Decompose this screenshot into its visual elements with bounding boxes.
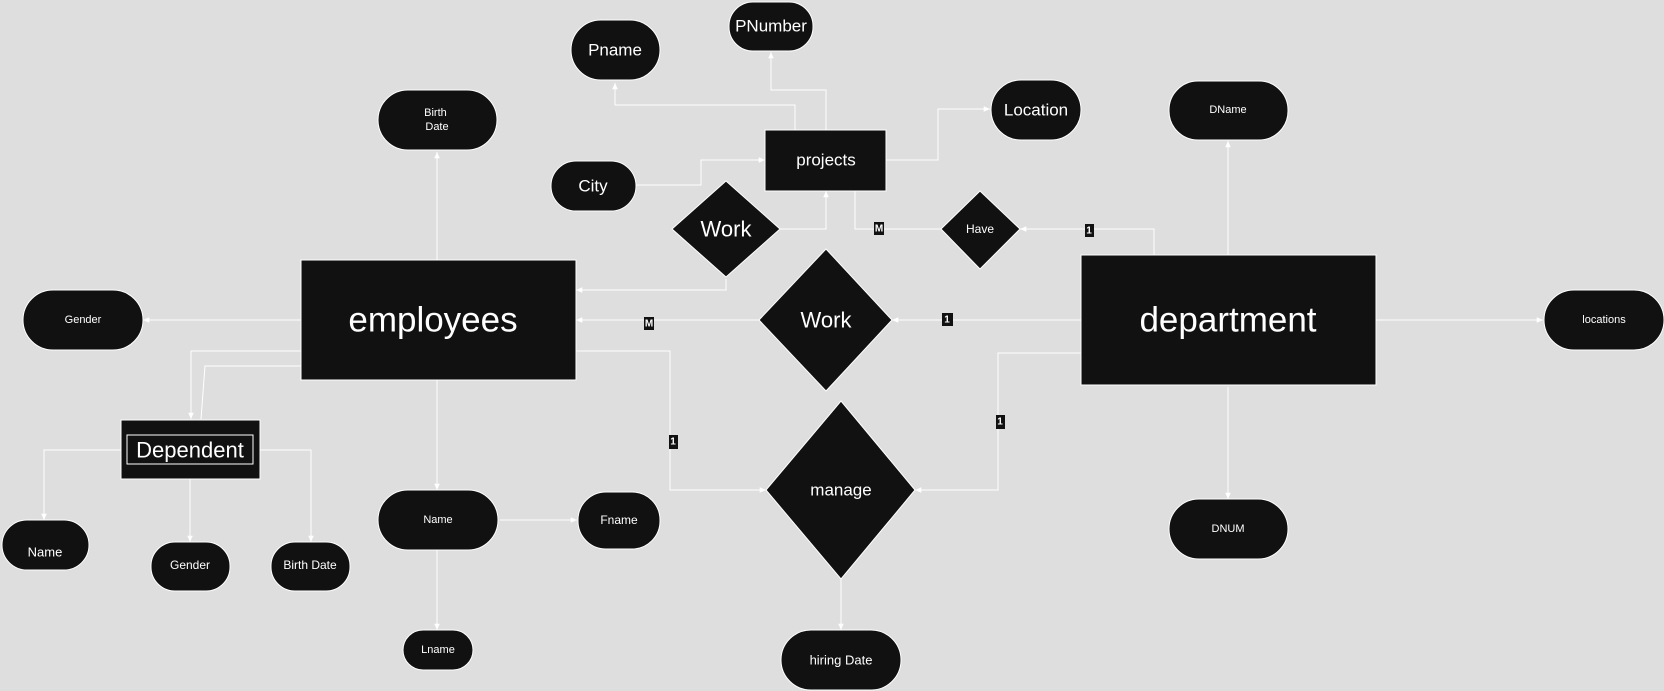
attribute-pname-label: Pname xyxy=(588,41,642,60)
attribute-hiring-date-label: hiring Date xyxy=(810,653,873,668)
cardinality-work-department: 1 xyxy=(942,313,953,326)
attribute-locations[interactable]: locations xyxy=(1543,289,1664,351)
relationship-work-department[interactable]: Work xyxy=(758,248,893,392)
attribute-pnumber-label: PNumber xyxy=(735,17,807,36)
attribute-gender-label: Gender xyxy=(65,314,102,326)
attribute-dname-label: DName xyxy=(1209,104,1246,116)
attribute-pname[interactable]: Pname xyxy=(570,19,661,81)
connector-dependent-birth-date xyxy=(259,449,314,542)
attribute-location-label: Location xyxy=(1004,101,1068,120)
attribute-location[interactable]: Location xyxy=(990,79,1082,141)
attribute-dependent-name-label: Name xyxy=(28,545,63,560)
attribute-dependent-name[interactable]: Name xyxy=(1,519,90,571)
connector-dependent-employees xyxy=(200,365,301,420)
relationship-manage[interactable]: manage xyxy=(765,400,916,580)
attribute-city[interactable]: City xyxy=(550,160,637,212)
relationship-work-department-label: Work xyxy=(801,308,853,333)
entity-department-label: department xyxy=(1139,301,1316,340)
relationship-have[interactable]: Have xyxy=(940,190,1021,270)
attribute-fname[interactable]: Fname xyxy=(577,491,661,550)
cardinality-have-projects: M xyxy=(874,222,884,235)
cardinality-work-department-label: 1 xyxy=(944,315,950,326)
cardinality-manage-employees-label: 1 xyxy=(670,437,676,448)
attribute-city-label: City xyxy=(578,177,608,196)
attribute-name-label: Name xyxy=(423,514,452,526)
attribute-birth-date-line-1: Birth xyxy=(424,107,447,119)
attribute-dependent-gender[interactable]: Gender xyxy=(150,541,231,592)
attribute-dependent-birth-date-label: Birth Date xyxy=(283,558,337,572)
attribute-birth-date-label: Birth Date xyxy=(424,107,450,133)
entity-department[interactable]: department xyxy=(1080,254,1377,386)
cardinality-work-employees: M xyxy=(644,317,654,330)
connector-employees-manage xyxy=(576,350,766,493)
connector-projects-location xyxy=(886,106,990,161)
attribute-name[interactable]: Name xyxy=(377,489,499,551)
attribute-dnum[interactable]: DNUM xyxy=(1168,498,1289,560)
attribute-lname-label: Lname xyxy=(421,644,455,656)
cardinality-have-department-label: 1 xyxy=(1086,226,1092,237)
relationship-manage-label: manage xyxy=(810,481,871,500)
entity-projects-label: projects xyxy=(796,151,856,170)
attribute-hiring-date[interactable]: hiring Date xyxy=(780,629,902,691)
cardinality-work-employees-label: M xyxy=(645,319,653,330)
entity-employees[interactable]: employees xyxy=(300,259,577,381)
connector-dependent-name xyxy=(41,449,121,520)
attribute-birth-date[interactable]: Birth Date xyxy=(377,89,498,151)
connector-employees-dependent xyxy=(188,350,301,419)
attribute-dependent-birth-date[interactable]: Birth Date xyxy=(270,541,351,592)
connector-have-projects xyxy=(854,191,941,230)
attribute-fname-label: Fname xyxy=(600,513,638,527)
entity-dependent-label: Dependent xyxy=(136,438,244,463)
cardinality-have-department: 1 xyxy=(1085,224,1094,237)
attribute-gender[interactable]: Gender xyxy=(22,289,144,351)
relationship-work-projects[interactable]: Work xyxy=(671,180,781,278)
cardinality-manage-department: 1 xyxy=(996,415,1005,429)
attribute-dnum-label: DNUM xyxy=(1212,523,1245,535)
entity-dependent[interactable]: Dependent xyxy=(120,419,261,480)
entity-projects[interactable]: projects xyxy=(764,129,887,192)
attribute-locations-label: locations xyxy=(1582,314,1626,326)
cardinality-have-projects-label: M xyxy=(875,224,883,235)
connector-department-have xyxy=(1020,226,1155,255)
attribute-birth-date-line-2: Date xyxy=(425,121,448,133)
entity-employees-label: employees xyxy=(348,301,517,340)
relationship-have-label: Have xyxy=(966,222,994,236)
connector-projects-pname xyxy=(612,83,796,130)
connector-projects-pnumber xyxy=(768,52,827,130)
attribute-dname[interactable]: DName xyxy=(1168,80,1289,141)
connector-city-projects xyxy=(636,157,765,186)
connector-work-employees xyxy=(576,279,727,293)
attribute-dependent-gender-label: Gender xyxy=(170,558,210,572)
cardinality-manage-employees: 1 xyxy=(669,435,678,449)
attribute-lname[interactable]: Lname xyxy=(402,629,474,671)
connector-work-projects xyxy=(780,191,829,230)
cardinality-manage-department-label: 1 xyxy=(997,417,1003,428)
attribute-pnumber[interactable]: PNumber xyxy=(728,1,814,52)
relationship-work-projects-label: Work xyxy=(701,217,753,242)
